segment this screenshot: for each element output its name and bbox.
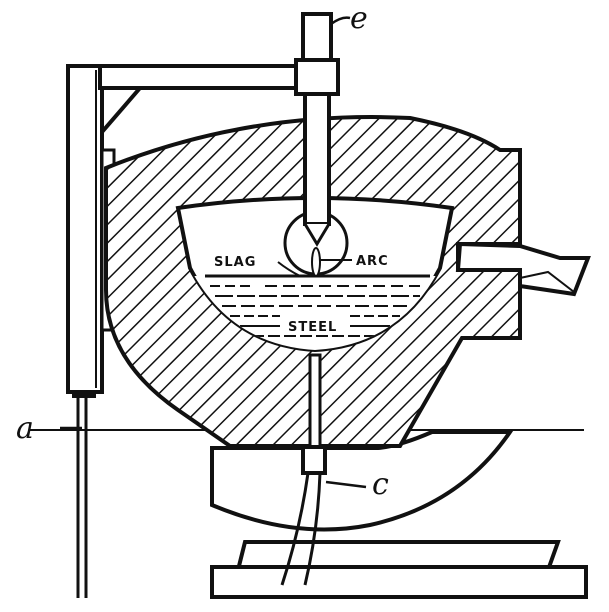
support-column (66, 64, 116, 598)
base-platform (210, 540, 588, 599)
rocker-cradle (210, 430, 514, 532)
label-slag: SLAG (214, 255, 256, 270)
pouring-spout (455, 241, 591, 297)
label-tap: c (372, 467, 389, 502)
label-electrode: e (350, 1, 368, 36)
bottom-conductor (280, 353, 327, 586)
electrode-arm (98, 64, 340, 138)
label-pivot: a (16, 411, 34, 446)
label-steel: STEEL (288, 320, 337, 335)
label-arc: ARC (356, 254, 389, 269)
top-electrode (294, 12, 340, 277)
leader-lines (60, 16, 367, 489)
